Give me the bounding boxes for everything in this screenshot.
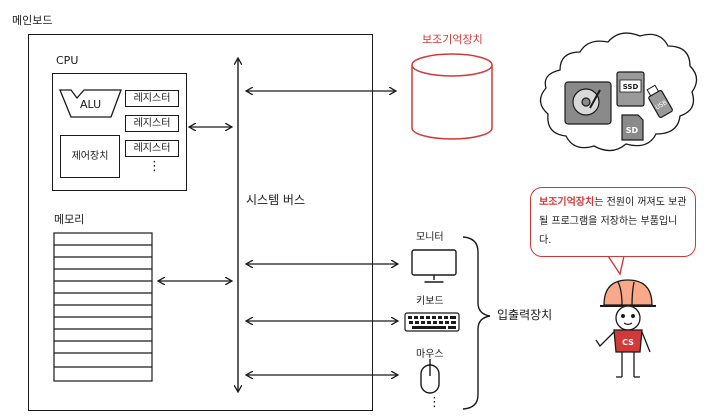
character-illustration: CS [595,279,656,378]
register-3: 레지스터 [125,140,179,157]
sd-label: SD [626,126,639,135]
shirt-label: CS [622,338,634,347]
hdd-icon [564,81,612,125]
control-unit-box: 제어장치 [60,135,120,178]
storage-cylinder [411,53,493,140]
alu-shape [59,89,122,118]
memory-grid [53,232,153,382]
ssd-label: SSD [623,83,639,91]
mainboard-label: 메인보드 [12,14,53,27]
io-ellipsis: ⋮ [428,395,441,410]
mouse-label: 마우스 [416,349,444,360]
keyboard-icon [404,312,460,332]
mouse-icon [420,359,440,394]
sd-card-icon: SD [621,114,644,141]
alu-label: ALU [80,98,102,111]
system-bus-label: 시스템 버스 [246,193,306,207]
register-1: 레지스터 [125,90,179,107]
bubble-tail [607,255,625,276]
speech-bubble: 보조기억장치는 전원이 꺼져도 보관될 프로그램을 저장하는 부품입니다. [530,187,696,257]
io-group-label: 입출력장치 [497,308,553,322]
cpu-box [52,73,187,191]
bubble-highlight: 보조기억장치 [539,197,595,208]
register-2: 레지스터 [125,115,179,132]
keyboard-label: 키보드 [416,296,444,307]
storage-label: 보조기억장치 [422,33,483,46]
io-brace [462,236,491,410]
mainboard-box [28,34,373,411]
monitor-label: 모니터 [416,232,444,243]
cpu-label: CPU [56,54,79,67]
memory-label: 메모리 [54,213,85,226]
bubble-text: 는 전원이 꺼져도 보관될 프로그램을 저장하는 부품입니다. [539,197,687,246]
monitor-icon [411,249,457,283]
usb-icon: USB [646,84,673,118]
register-ellipsis: ⋮ [148,159,161,174]
ssd-icon: SSD [616,71,645,107]
